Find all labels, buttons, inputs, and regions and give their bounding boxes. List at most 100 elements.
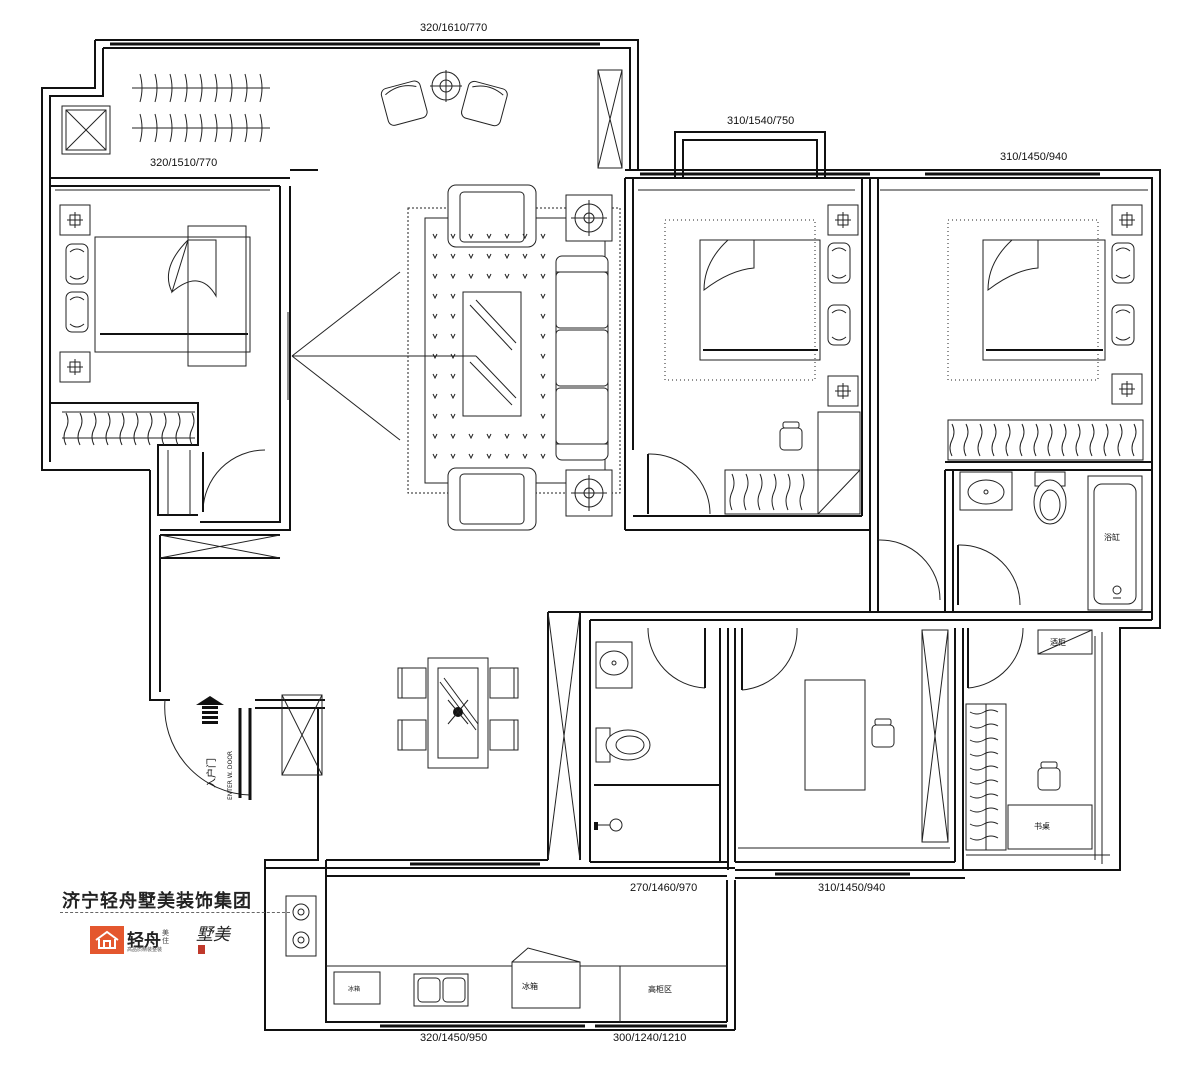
dining-chair: [397, 667, 427, 699]
hanger-icon: [208, 73, 222, 103]
dining-chair: [489, 719, 519, 751]
label-bathtub: 浴缸: [1104, 532, 1120, 542]
bedroom-1: [55, 189, 270, 515]
logo-name: 轻舟: [127, 931, 161, 951]
rug-pattern: [450, 273, 456, 280]
rug-pattern: [432, 273, 438, 280]
wardrobe-hanger-icon: [105, 412, 111, 446]
wardrobe-hanger-icon: [969, 751, 999, 757]
brand-title: 济宁轻舟墅美装饰集团: [62, 891, 252, 912]
rug-pattern: [504, 433, 510, 440]
hanger-icon: [223, 73, 237, 103]
rug-pattern: [450, 253, 456, 260]
wardrobe-hanger-icon: [969, 793, 999, 799]
rug-pattern: [522, 273, 528, 280]
dining-chair: [489, 667, 519, 699]
wardrobe-hanger-icon: [969, 737, 999, 743]
rug-pattern: [540, 293, 546, 300]
wardrobe-hanger-icon: [969, 765, 999, 771]
label-entrance: 入户门: [205, 758, 218, 788]
label-cabinet: 酒柜: [1050, 637, 1066, 647]
wardrobe-hanger-icon: [991, 423, 997, 457]
wardrobe-hanger-icon: [1033, 423, 1039, 457]
outer-walls: [41, 39, 1161, 1031]
doors: [164, 312, 1024, 798]
rug-pattern: [540, 253, 546, 260]
rug-pattern: [522, 453, 528, 460]
rug-pattern: [450, 233, 456, 240]
balcony-furniture: [61, 70, 1137, 841]
wardrobe-hanger-icon: [1075, 423, 1081, 457]
rug-pattern: [432, 393, 438, 400]
wardrobe-hanger-icon: [969, 807, 999, 813]
label-fridge-small: 冰箱: [348, 985, 360, 993]
shumei-logo: 墅美: [196, 925, 230, 945]
rug-pattern: [540, 353, 546, 360]
guest-bath: [594, 641, 651, 832]
rug-pattern: [450, 353, 456, 360]
hanger-icon: [178, 73, 192, 103]
dim-top-balcony: 320/1610/770: [420, 22, 487, 34]
hanger-icon: [253, 73, 267, 103]
rug-pattern: [540, 453, 546, 460]
rug-pattern: [504, 253, 510, 260]
rug-pattern: [486, 433, 492, 440]
rug-pattern: [450, 433, 456, 440]
rug-pattern: [432, 373, 438, 380]
brand-divider: [60, 912, 290, 913]
hanger-icon: [223, 113, 237, 143]
wardrobe-hanger-icon: [147, 412, 153, 446]
hanger-icon: [208, 113, 222, 143]
wardrobe-hanger-icon: [1117, 423, 1123, 457]
hanger-icon: [148, 73, 162, 103]
wardrobe-hanger-icon: [969, 779, 999, 785]
rug-pattern: [432, 353, 438, 360]
hanger-icon: [238, 73, 252, 103]
wardrobe-hanger-icon: [1047, 423, 1053, 457]
wardrobe-hanger-icon: [1005, 423, 1011, 457]
rug-pattern: [522, 253, 528, 260]
seal-icon: [198, 945, 205, 954]
dining-chair: [397, 719, 427, 751]
wardrobe-hanger-icon: [743, 473, 749, 511]
wardrobe-hanger-icon: [1103, 423, 1109, 457]
hanger-icon: [163, 73, 177, 103]
wardrobe-hanger-icon: [785, 473, 791, 511]
rug-pattern: [432, 313, 438, 320]
rug-pattern: [468, 453, 474, 460]
rug-pattern: [468, 433, 474, 440]
wardrobe-hanger-icon: [63, 412, 69, 446]
master-bath: [959, 471, 1143, 611]
wardrobe-hanger-icon: [77, 412, 83, 446]
rug-pattern: [450, 393, 456, 400]
rug-pattern: [432, 413, 438, 420]
hanger-icon: [133, 73, 147, 103]
dimension-labels: 320/1610/770 320/1510/770 310/1540/750 3…: [150, 22, 1067, 1044]
dim-bedroom3-window: 310/1450/940: [1000, 151, 1067, 163]
wardrobe-hanger-icon: [799, 473, 805, 511]
dim-balcony-inner: 320/1510/770: [150, 157, 217, 169]
rug-pattern: [540, 333, 546, 340]
wardrobe-hanger-icon: [963, 423, 969, 457]
hanger-icon: [163, 113, 177, 143]
rug-pattern: [450, 333, 456, 340]
living-room: [291, 184, 621, 531]
wardrobe-hanger-icon: [969, 709, 999, 715]
wardrobe-hanger-icon: [1019, 423, 1025, 457]
wardrobe-hanger-icon: [133, 412, 139, 446]
hanger-icon: [148, 113, 162, 143]
label-entry-note: ENTER W. DOOR: [227, 751, 234, 800]
rug-pattern: [540, 413, 546, 420]
rug-pattern: [522, 233, 528, 240]
rug-pattern: [450, 373, 456, 380]
rug-pattern: [450, 313, 456, 320]
small-room: [965, 629, 1110, 864]
rug-pattern: [432, 253, 438, 260]
dim-study-window: 310/1450/940: [818, 882, 885, 894]
bedroom-2: [638, 189, 861, 515]
wardrobe-hanger-icon: [969, 723, 999, 729]
dim-kitchen-right: 300/1240/1210: [613, 1032, 686, 1044]
wardrobe-hanger-icon: [91, 412, 97, 446]
rug-pattern: [432, 233, 438, 240]
rug-pattern: [450, 293, 456, 300]
